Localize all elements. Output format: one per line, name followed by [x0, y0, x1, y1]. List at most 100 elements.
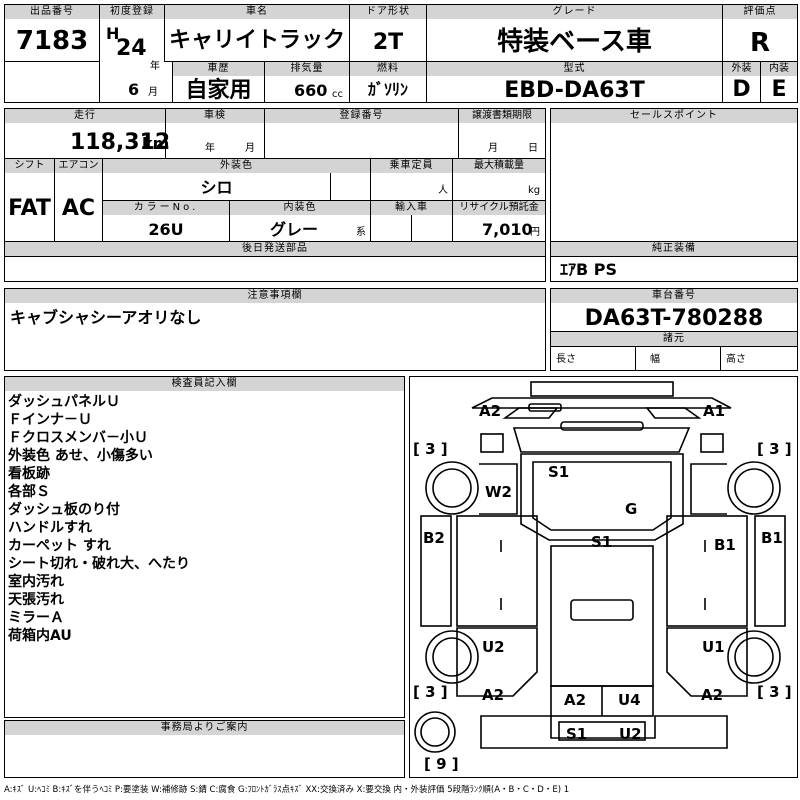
note-line: 荷箱内AU — [8, 628, 72, 644]
mileage-label: 走行 — [5, 109, 165, 123]
lot-number: 7183 — [15, 26, 89, 56]
office-label: 事務局よりご案内 — [5, 721, 404, 735]
recycle-fee: 7,010 — [482, 220, 533, 239]
damage-mark: A2 — [479, 402, 502, 420]
recycle-unit: 円 — [530, 227, 540, 238]
damage-mark: S1 — [591, 533, 613, 551]
shift-label: シフト — [5, 159, 54, 173]
inspector-panel — [4, 376, 405, 718]
interior-color: グレー — [270, 220, 319, 239]
capacity-unit: 人 — [438, 185, 448, 196]
header-panel — [4, 4, 798, 103]
door-label: ドア形状 — [350, 5, 426, 19]
note-line: ダッシュ板のり付 — [8, 502, 120, 518]
door-type: 2T — [372, 30, 404, 55]
dimensions-label: 諸元 — [551, 332, 797, 346]
exterior-grade: D — [732, 77, 751, 102]
note-line: 室内汚れ — [8, 574, 64, 590]
displacement: 660 — [294, 81, 328, 100]
month-unit: 月 — [148, 87, 158, 98]
mileage: 118,312 — [70, 130, 171, 155]
note-line: 外装色 あせ、小傷多い — [8, 448, 153, 464]
bracket-count: [ 9 ] — [424, 755, 459, 773]
exterior-label: 外装 — [723, 62, 760, 76]
equipment: ｴｱB PS — [560, 260, 618, 279]
chassis-number: DA63T-780288 — [584, 306, 764, 331]
score-label: 評価点 — [723, 5, 797, 19]
car-name: キャリイトラック — [168, 28, 345, 53]
registration-month: 6 — [128, 80, 140, 99]
import-label: 輸入車 — [371, 201, 452, 215]
damage-mark: U1 — [702, 638, 725, 656]
damage-mark: U2 — [619, 725, 642, 743]
transfer-deadline-label: 譲渡書類期限 — [459, 109, 545, 123]
grade: 特装ベース車 — [497, 27, 652, 57]
model: EBD-DA63T — [504, 78, 645, 103]
score: R — [749, 28, 771, 58]
displacement-label: 排気量 — [265, 62, 349, 76]
first-registration-label: 初度登録 — [100, 5, 164, 19]
damage-mark: U2 — [482, 638, 505, 656]
note-line: シート切れ・破れ大、へたり — [8, 556, 190, 572]
note-line: 看板跡 — [8, 466, 50, 482]
inspection-month-unit: 月 — [245, 143, 255, 154]
damage-mark: G — [625, 500, 638, 518]
interior-label: 内装 — [761, 62, 797, 76]
inspection-label: 車検 — [166, 109, 264, 123]
interior-color-label: 内装色 — [230, 201, 370, 215]
lot-number-label: 出品番号 — [5, 5, 99, 19]
caution-label: 注意事項欄 — [5, 289, 545, 303]
grade-label: グレード — [427, 5, 722, 19]
width-label: 幅 — [650, 354, 660, 365]
damage-mark: B1 — [761, 529, 783, 547]
chassis-label: 車台番号 — [551, 289, 797, 303]
bracket-count: [ 3 ] — [413, 683, 448, 701]
fuel: ｶﾞｿﾘﾝ — [367, 80, 408, 99]
interior-color-unit: 系 — [356, 227, 366, 238]
damage-mark: B1 — [714, 536, 736, 554]
note-line: 天張汚れ — [8, 592, 64, 608]
damage-mark: A1 — [703, 402, 726, 420]
mileage-unit: km — [142, 134, 170, 153]
note-line: Ｆインナ－Ｕ — [8, 412, 92, 428]
damage-mark: A2 — [564, 691, 587, 709]
note-line: ハンドルすれ — [8, 520, 92, 536]
transfer-day-unit: 日 — [528, 143, 538, 154]
damage-mark: A2 — [482, 686, 505, 704]
fuel-label: 燃料 — [350, 62, 426, 76]
history-label: 車歴 — [173, 62, 264, 76]
bracket-count: [ 3 ] — [413, 440, 448, 458]
damage-mark: S1 — [548, 463, 570, 481]
recycle-label: リサイクル預託金 — [453, 201, 545, 215]
displacement-unit: cc — [332, 89, 343, 100]
damage-mark: B2 — [423, 529, 445, 547]
note-line: カーペット すれ — [8, 538, 111, 554]
bracket-count: [ 3 ] — [757, 440, 792, 458]
max-load-label: 最大積載量 — [453, 159, 545, 173]
damage-legend: A:ｷｽﾞ U:ﾍｺﾐ B:ｷｽﾞを伴うﾍｺﾐ P:要塗装 W:補修跡 S:錆 … — [4, 785, 570, 795]
later-parts-label: 後日発送部品 — [5, 242, 545, 256]
height-label: 高さ — [726, 354, 746, 365]
shift: FAT — [8, 196, 51, 221]
damage-mark: W2 — [485, 483, 512, 501]
length-label: 長さ — [556, 354, 576, 365]
model-label: 型式 — [427, 62, 722, 76]
bracket-count: [ 3 ] — [757, 683, 792, 701]
registration-number-label: 登録番号 — [265, 109, 458, 123]
caution-text: キャブシャシーアオリなし — [10, 308, 202, 327]
damage-mark: A2 — [701, 686, 724, 704]
exterior-color: シロ — [200, 178, 233, 197]
color-number-label: カラーNo. — [103, 201, 229, 215]
registration-year: 24 — [116, 36, 147, 61]
car-diagram — [414, 381, 786, 753]
damage-mark: U4 — [618, 691, 641, 709]
note-line: ミラーＡ — [8, 610, 64, 626]
year-unit: 年 — [150, 61, 160, 72]
sales-point-label: セールスポイント — [551, 109, 797, 123]
ac: AC — [61, 196, 96, 221]
equipment-label: 純正装備 — [551, 242, 797, 256]
transfer-month-unit: 月 — [488, 143, 498, 154]
capacity-label: 乗車定員 — [371, 159, 452, 173]
interior-grade: E — [771, 77, 787, 102]
exterior-color-label: 外装色 — [103, 159, 370, 173]
